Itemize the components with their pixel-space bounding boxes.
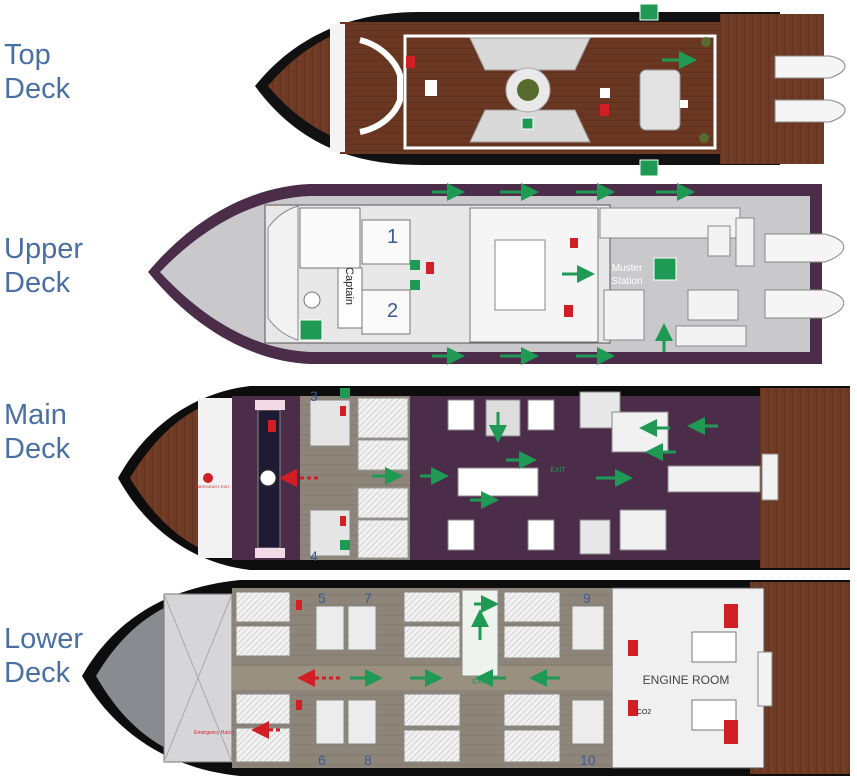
main-deck-label: Main Deck bbox=[4, 398, 70, 466]
safety-sign-icon bbox=[653, 257, 677, 281]
muster-station-line1: Muster bbox=[612, 263, 643, 274]
safety-sign-icon bbox=[340, 388, 350, 398]
fire-extinguisher-icon bbox=[340, 516, 346, 526]
cabin-number-3: 3 bbox=[310, 388, 318, 404]
fire-extinguisher-icon bbox=[426, 262, 434, 274]
lower-deck-label-line2: Deck bbox=[4, 657, 71, 689]
top-deck-lounger-upper bbox=[469, 37, 591, 71]
fire-extinguisher-icon bbox=[340, 406, 346, 416]
main-deck-exit-sign: EXIT bbox=[550, 467, 566, 474]
captain-label: Captain bbox=[343, 267, 355, 305]
evacuation-arrow-icon bbox=[350, 595, 560, 687]
cabin-number-4: 4 bbox=[310, 548, 318, 564]
tender-boat-icon bbox=[764, 233, 845, 263]
lower-deck bbox=[82, 580, 850, 776]
muster-station-line2: Station bbox=[611, 276, 642, 287]
top-deck-white-rail bbox=[330, 24, 345, 152]
safety-sign-icon bbox=[410, 260, 420, 270]
emergency-route-arrow bbox=[251, 669, 340, 739]
main-deck-emergency-exit: EMERGENCY EXIT bbox=[194, 484, 230, 489]
plant-icon bbox=[699, 133, 709, 143]
cabin-number-9: 9 bbox=[583, 590, 591, 606]
fire-extinguisher-icon bbox=[724, 604, 738, 628]
cabin-number-6: 6 bbox=[318, 752, 326, 768]
plant-icon bbox=[517, 79, 539, 101]
fire-extinguisher-icon bbox=[406, 56, 415, 68]
safety-sign-icon bbox=[639, 3, 659, 21]
emergency-hatch-label: Emergency Hatch bbox=[194, 730, 234, 736]
cabin-number-5: 5 bbox=[318, 590, 326, 606]
evacuation-arrow-icon bbox=[372, 412, 718, 509]
lower-deck-label: Lower Deck bbox=[4, 622, 83, 690]
fire-extinguisher-icon bbox=[296, 700, 302, 710]
upper-deck bbox=[148, 183, 845, 365]
safety-sign-icon bbox=[521, 117, 534, 130]
cabin-number-7: 7 bbox=[364, 590, 372, 606]
main-deck bbox=[118, 386, 850, 570]
cabin-number-2: 2 bbox=[387, 300, 399, 322]
upper-deck-label-line2: Deck bbox=[4, 267, 71, 299]
fire-extinguisher-icon bbox=[570, 238, 578, 248]
fire-extinguisher-icon bbox=[628, 700, 638, 716]
main-deck-label-line1: Main bbox=[4, 399, 67, 431]
upper-deck-label: Upper Deck bbox=[4, 232, 83, 300]
top-deck bbox=[255, 3, 846, 177]
safety-sign-icon bbox=[299, 319, 323, 341]
plant-icon bbox=[701, 37, 711, 47]
cabin-number-1: 1 bbox=[387, 226, 399, 248]
cabin-number-8: 8 bbox=[364, 752, 372, 768]
fire-extinguisher-icon bbox=[296, 600, 302, 610]
emergency-exit-icon bbox=[203, 473, 213, 483]
safety-sign-icon bbox=[410, 280, 420, 290]
top-deck-label: Top Deck bbox=[4, 38, 70, 106]
upper-deck-label-line1: Upper bbox=[4, 233, 83, 265]
fire-extinguisher-icon bbox=[600, 104, 609, 116]
engine-room-label: ENGINE ROOM bbox=[643, 673, 730, 687]
main-deck-label-line2: Deck bbox=[4, 433, 71, 465]
fire-extinguisher-icon bbox=[564, 305, 573, 317]
tender-boat-icon bbox=[764, 289, 845, 319]
safety-sign-icon bbox=[639, 159, 659, 177]
evacuation-arrow-icon bbox=[432, 183, 695, 365]
safety-sign-icon bbox=[340, 540, 350, 550]
cabin-number-10: 10 bbox=[580, 752, 596, 768]
fire-extinguisher-icon bbox=[268, 420, 276, 432]
top-deck-aft-wood bbox=[720, 14, 824, 164]
top-deck-label-line1: Top bbox=[4, 39, 51, 71]
fire-extinguisher-icon bbox=[628, 640, 638, 656]
lower-deck-label-line1: Lower bbox=[4, 623, 83, 655]
fire-extinguisher-icon bbox=[724, 720, 738, 744]
tender-boat-icon bbox=[774, 99, 846, 123]
lower-deck-exit-sign: EXIT bbox=[472, 679, 488, 686]
top-deck-label-line2: Deck bbox=[4, 73, 71, 105]
tender-boat-icon bbox=[774, 55, 846, 79]
co2-label: CO2 bbox=[637, 709, 652, 716]
